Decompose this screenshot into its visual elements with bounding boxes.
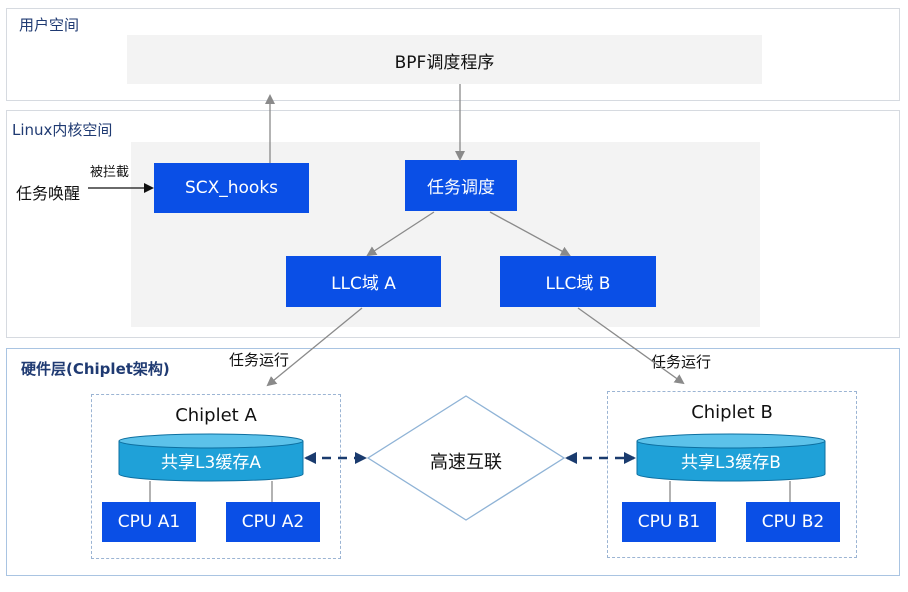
task-wakeup-label: 任务唤醒	[16, 184, 81, 203]
arrow-sched-to-llc-a	[366, 211, 435, 257]
bpf-label: BPF调度程序	[394, 53, 495, 73]
chiplet-a-container: Chiplet A	[91, 394, 341, 559]
kernel-space-label: Linux内核空间	[12, 121, 113, 139]
interconnect-label: 高速互联	[430, 452, 502, 473]
llc-domain-a-box[interactable]: LLC域 A	[286, 256, 441, 307]
intercepted-label: 被拦截	[90, 165, 130, 180]
scx-hooks-box[interactable]: SCX_hooks	[154, 163, 309, 213]
hardware-layer-label: 硬件层(Chiplet架构)	[21, 360, 170, 378]
chiplet-b-container: Chiplet B	[607, 391, 857, 558]
chiplet-b-title: Chiplet B	[691, 402, 773, 423]
cache-a-cylinder	[118, 433, 304, 482]
llc-domain-b-box[interactable]: LLC域 B	[500, 256, 656, 307]
cache-a-label: 共享L3缓存A	[161, 452, 261, 473]
task-run-label-b: 任务运行	[651, 353, 712, 371]
task-scheduling-box[interactable]: 任务调度	[405, 160, 517, 211]
arrow-llc-b-to-chiplet-b	[577, 307, 685, 385]
bpf-box[interactable]	[127, 35, 762, 84]
user-space-label: 用户空间	[19, 16, 80, 34]
cache-b-cylinder	[636, 433, 826, 482]
cpu-a1-box[interactable]: CPU A1	[102, 502, 196, 542]
task-run-label-a: 任务运行	[229, 351, 290, 369]
chiplet-a-title: Chiplet A	[175, 405, 257, 426]
interconnect-diamond	[366, 395, 566, 521]
cpu-b2-box[interactable]: CPU B2	[746, 502, 840, 542]
cpu-b1-box[interactable]: CPU B1	[622, 502, 716, 542]
cpu-a2-box[interactable]: CPU A2	[226, 502, 320, 542]
arrow-llc-a-to-chiplet-a	[266, 307, 363, 387]
arrow-sched-to-llc-b	[489, 211, 571, 256]
cache-b-label: 共享L3缓存B	[681, 452, 781, 473]
